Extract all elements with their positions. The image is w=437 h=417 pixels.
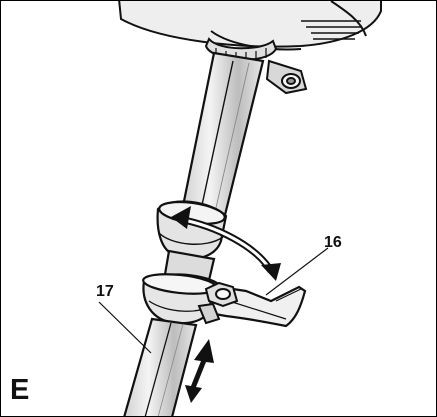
upper-bolt	[265, 59, 308, 95]
callout-label-17: 17	[96, 283, 114, 300]
lower-shaft	[123, 317, 198, 416]
wing-nut	[197, 281, 239, 325]
upper-shaft	[179, 51, 265, 225]
rotation-arrow	[171, 206, 281, 281]
telescope-adjust-arrow	[185, 339, 214, 403]
motor-housing	[118, 1, 382, 51]
callout-label-16: 16	[324, 234, 342, 251]
figure-letter: E	[10, 374, 30, 406]
callout-leaders	[98, 247, 329, 354]
